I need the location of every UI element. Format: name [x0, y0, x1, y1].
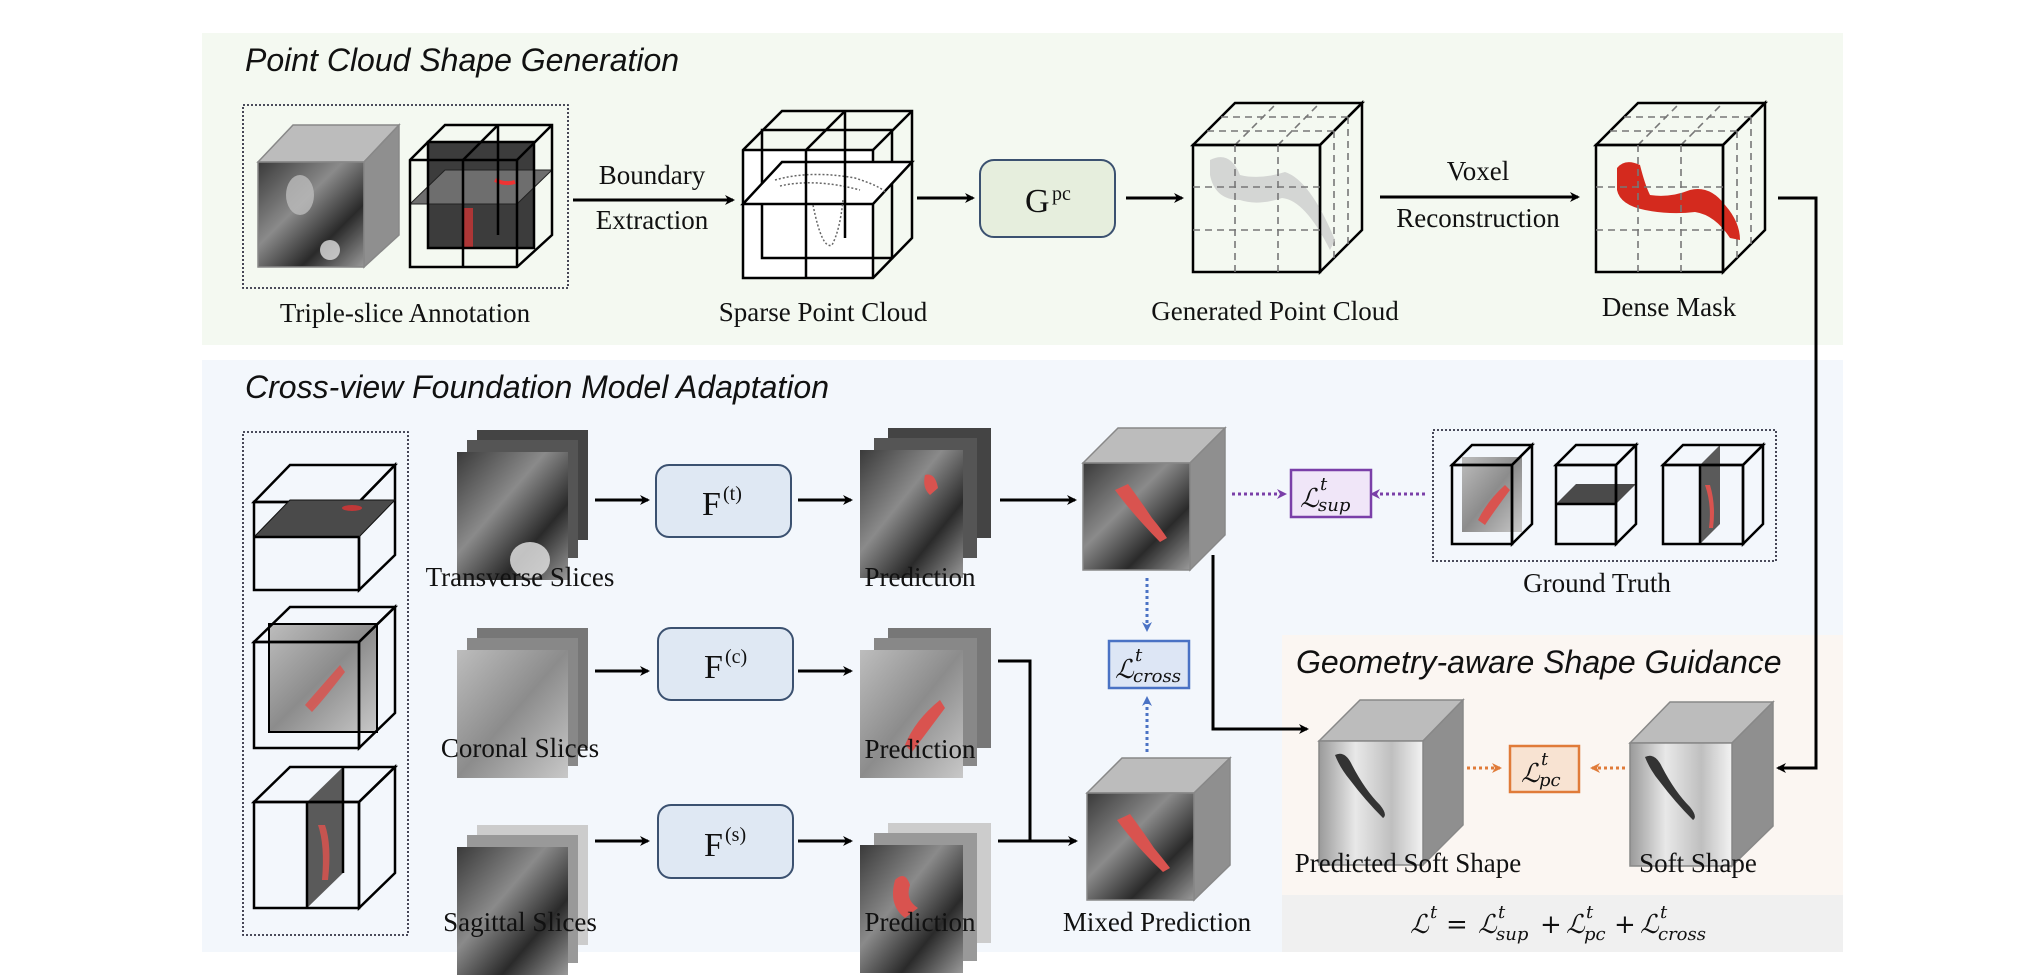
geometry-title: Geometry-aware Shape Guidance — [1296, 644, 1782, 680]
coronal-slices-label: Coronal Slices — [441, 733, 599, 763]
mixed-prediction-label: Mixed Prediction — [1063, 907, 1252, 937]
prediction-to-soft-shape-connector — [1211, 555, 1309, 734]
predicted-soft-shape-cube — [1317, 698, 1465, 867]
sparse-point-cloud-cube — [740, 109, 915, 280]
cross-loss-sub: cross — [1133, 666, 1181, 687]
model-s-base: F — [704, 827, 723, 864]
generated-point-cloud-label: Generated Point Cloud — [1151, 296, 1399, 326]
coronal-prediction-stack — [860, 628, 991, 778]
model-box-transverse: F (t) — [655, 464, 792, 538]
model-box-sagittal: F (s) — [657, 804, 794, 879]
coronal-merge-line — [998, 659, 1032, 841]
transverse-view-cube — [251, 461, 398, 593]
sup-loss-box: ℒ t sup — [1289, 468, 1373, 519]
dense-mask-label: Dense Mask — [1602, 292, 1737, 322]
formula-plus2: + — [1614, 910, 1636, 940]
formula-term2-sup: t — [1586, 902, 1594, 923]
cross-loss-box: ℒ t cross — [1107, 639, 1191, 690]
triple-slice-cube — [408, 123, 554, 269]
dense-mask-cube — [1592, 99, 1769, 276]
pc-loss-box: ℒ t pc — [1508, 744, 1581, 794]
gt-transverse-cube — [1552, 441, 1640, 548]
coronal-slices-stack — [457, 628, 588, 778]
model-s-sup: (s) — [725, 824, 746, 846]
formula-term3-sup: t — [1660, 902, 1668, 923]
coronal-prediction-label: Prediction — [865, 734, 976, 764]
mixed-prediction-cube — [1085, 756, 1232, 902]
voxel-label: Voxel — [1447, 156, 1510, 186]
ground-truth-label: Ground Truth — [1523, 568, 1671, 598]
reconstruction-label: Reconstruction — [1396, 203, 1560, 233]
formula-term2-sub: pc — [1584, 924, 1606, 945]
model-c-base: F — [704, 649, 723, 686]
sparse-point-cloud-label: Sparse Point Cloud — [719, 297, 928, 327]
formula-lhs: ℒ — [1410, 910, 1430, 940]
ct-volume-cube — [256, 123, 401, 269]
transverse-prediction-label: Prediction — [865, 562, 976, 592]
gt-coronal-cube — [1448, 441, 1536, 548]
formula-term1-sup: t — [1498, 902, 1506, 923]
model-t-sup: (t) — [723, 483, 742, 505]
formula-plus1: + — [1540, 910, 1562, 940]
coronal-view-cube — [250, 604, 399, 751]
cross-loss-base: ℒ — [1115, 655, 1135, 685]
formula-term3-base: ℒ — [1640, 910, 1660, 940]
formula-term3-sub: cross — [1658, 924, 1706, 945]
triple-slice-label: Triple-slice Annotation — [280, 298, 531, 328]
dense-to-soft-shape-connector — [1776, 196, 1818, 773]
cross-view-title: Cross-view Foundation Model Adaptation — [245, 369, 829, 405]
sagittal-prediction-label: Prediction — [865, 907, 976, 937]
transverse-prediction-stack — [860, 428, 991, 578]
pc-loss-sup: t — [1541, 749, 1549, 770]
pc-loss-sub: pc — [1539, 770, 1561, 791]
generated-point-cloud-cube — [1189, 99, 1366, 276]
sup-loss-sub: sup — [1318, 495, 1351, 516]
pc-loss-base: ℒ — [1521, 759, 1541, 789]
generator-sup: pc — [1052, 183, 1071, 205]
sagittal-prediction-stack — [860, 823, 991, 973]
total-loss-formula: ℒ t = ℒ t sup + ℒ t pc + ℒ t cross — [1410, 902, 1706, 945]
soft-shape-label: Soft Shape — [1639, 848, 1757, 878]
sagittal-view-cube — [250, 764, 399, 911]
generator-base: G — [1025, 183, 1050, 220]
sagittal-slices-stack — [457, 825, 588, 975]
view-cubes-box — [242, 431, 409, 936]
formula-eq: = — [1446, 910, 1468, 940]
cross-loss-sup: t — [1135, 645, 1143, 666]
predicted-soft-shape-label: Predicted Soft Shape — [1295, 848, 1521, 878]
triple-slice-box — [242, 104, 569, 289]
transverse-slices-label: Transverse Slices — [426, 562, 615, 592]
transverse-slices-stack — [457, 430, 588, 580]
gt-sagittal-cube — [1659, 441, 1767, 548]
generator-box: G pc — [979, 159, 1116, 238]
sagittal-slices-label: Sagittal Slices — [443, 907, 597, 937]
boundary-label: Boundary — [599, 160, 706, 190]
sup-loss-base: ℒ — [1300, 484, 1320, 514]
model-c-sup: (c) — [725, 646, 747, 668]
extraction-label: Extraction — [596, 205, 709, 235]
formula-bar — [1282, 895, 1843, 952]
sup-loss-sup: t — [1320, 474, 1328, 495]
point-cloud-title: Point Cloud Shape Generation — [245, 42, 679, 78]
soft-shape-cube — [1628, 700, 1775, 868]
prediction-volume-cube — [1081, 426, 1227, 572]
formula-term1-sub: sup — [1496, 924, 1529, 945]
model-t-base: F — [702, 486, 721, 523]
model-box-coronal: F (c) — [657, 627, 794, 701]
formula-lhs-sup: t — [1430, 902, 1438, 923]
ground-truth-box — [1432, 429, 1777, 562]
formula-term2-base: ℒ — [1566, 910, 1586, 940]
formula-term1-base: ℒ — [1478, 910, 1498, 940]
